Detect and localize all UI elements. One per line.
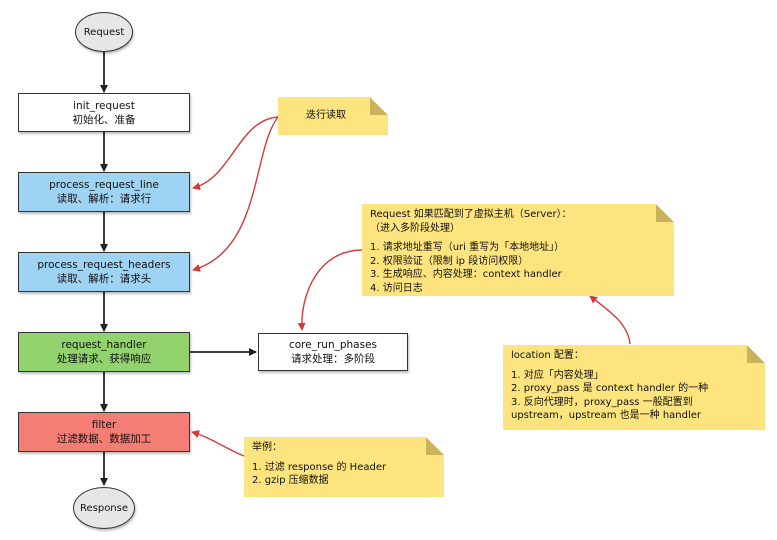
step-name: request_handler bbox=[61, 339, 147, 351]
note-line: 举例： bbox=[252, 442, 282, 453]
note-filter-example: 举例： 1. 过滤 response 的 Header 2. gzip 压缩数据 bbox=[244, 437, 444, 497]
note-line: 3. 反向代理时，proxy_pass 一般配置到 bbox=[511, 396, 693, 408]
note-arrow-location-to-server bbox=[589, 295, 631, 345]
start-node-request: Request bbox=[75, 12, 133, 52]
step-name: process_request_line bbox=[49, 179, 159, 191]
step-request-handler: request_handler 处理请求、获得响应 bbox=[18, 332, 190, 372]
note-arrow-to-request-headers bbox=[192, 116, 279, 272]
step-desc: 读取、解析：请求行 bbox=[56, 193, 152, 205]
end-node-response: Response bbox=[73, 487, 135, 529]
core-run-phases-node: core_run_phases 请求处理：多阶段 bbox=[258, 333, 408, 371]
step-process-request-headers: process_request_headers 读取、解析：请求头 bbox=[18, 252, 190, 292]
note-line: 1. 对应「内容处理」 bbox=[511, 369, 604, 381]
note-line: 2. proxy_pass 是 context handler 的一种 bbox=[511, 383, 709, 394]
step-process-request-line: process_request_line 读取、解析：请求行 bbox=[18, 172, 190, 212]
step-filter: filter 过滤数据、数据加工 bbox=[18, 412, 190, 452]
note-line: 1. 过滤 response 的 Header bbox=[252, 461, 387, 473]
step-name: filter bbox=[91, 419, 117, 431]
step-desc: 初始化、准备 bbox=[72, 113, 136, 126]
core-run-phases-desc: 请求处理：多阶段 bbox=[291, 353, 375, 365]
note-line: 1. 请求地址重写（uri 重写为「本地地址」） bbox=[370, 242, 565, 253]
note-line: 3. 生成响应、内容处理：context handler bbox=[370, 269, 562, 280]
step-desc: 处理请求、获得响应 bbox=[56, 353, 152, 365]
core-run-phases-name: core_run_phases bbox=[288, 339, 378, 351]
end-node-label: Response bbox=[79, 502, 129, 514]
note-arrow-to-core-phases bbox=[297, 249, 363, 331]
note-arrow-to-request-line bbox=[192, 116, 279, 191]
step-init-request: init_request 初始化、准备 bbox=[18, 93, 190, 132]
step-desc: 过滤数据、数据加工 bbox=[56, 433, 152, 445]
step-desc: 读取、解析：请求头 bbox=[56, 273, 152, 285]
note-server-match: Request 如果匹配到了虚拟主机（Server）： （进入多阶段处理） 1.… bbox=[362, 204, 674, 296]
note-read-loop: 迭行读取 bbox=[278, 97, 388, 135]
start-node-label: Request bbox=[83, 26, 125, 38]
step-name: init_request bbox=[73, 99, 135, 112]
note-location: location 配置： 1. 对应「内容处理」 2. proxy_pass 是… bbox=[503, 345, 765, 430]
note-line: Request 如果匹配到了虚拟主机（Server）： bbox=[370, 209, 572, 220]
step-name: process_request_headers bbox=[37, 259, 171, 271]
note-line: 4. 访问日志 bbox=[370, 282, 423, 294]
note-line: upstream，upstream 也是一种 handler bbox=[511, 410, 702, 421]
note-arrow-to-filter bbox=[191, 430, 245, 457]
note-line: 2. gzip 压缩数据 bbox=[252, 475, 329, 486]
note-line: （进入多阶段处理） bbox=[370, 222, 460, 234]
note-line: 迭行读取 bbox=[306, 110, 346, 121]
note-line: location 配置： bbox=[511, 350, 584, 361]
note-line: 2. 权限验证（限制 ip 段访问权限） bbox=[370, 255, 529, 267]
